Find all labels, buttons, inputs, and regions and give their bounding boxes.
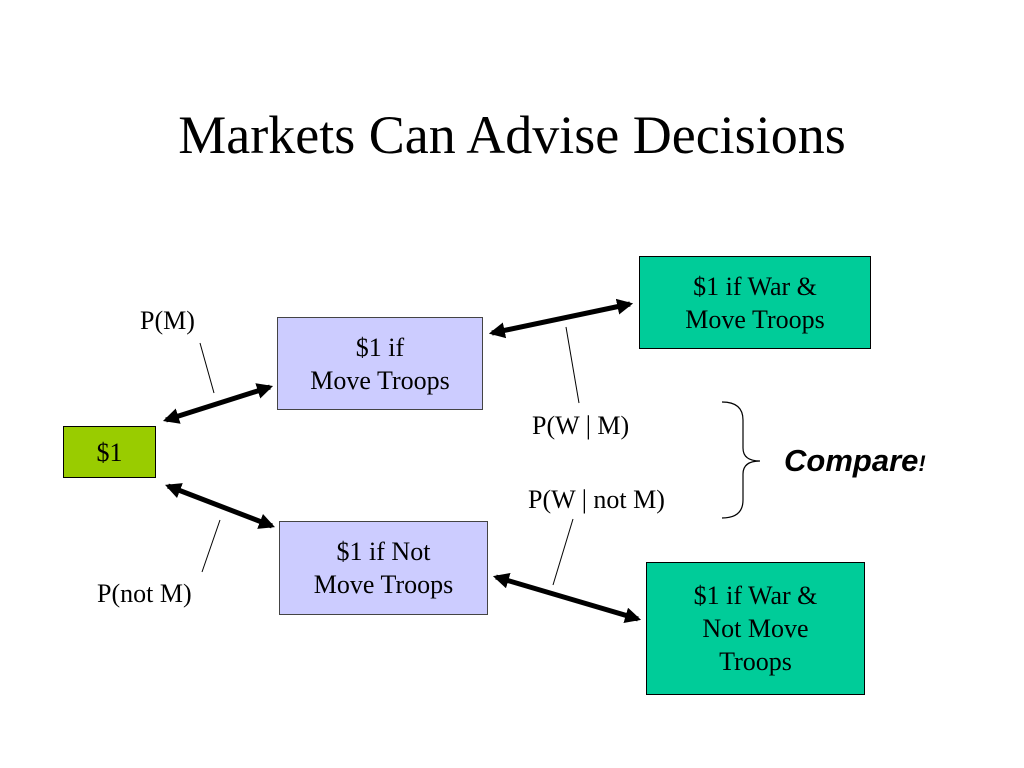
compare-callout: Compare! bbox=[784, 442, 926, 483]
leader-p-m bbox=[199, 342, 215, 394]
compare-exclamation: ! bbox=[918, 451, 926, 476]
node-war-not-move-line3: Troops bbox=[719, 647, 792, 676]
node-war-move-line1: $1 if War & bbox=[693, 271, 817, 301]
node-war-move-line2: Move Troops bbox=[685, 304, 825, 334]
arrow-root-to-not-move bbox=[165, 483, 275, 529]
node-move-troops-line2: Move Troops bbox=[310, 365, 450, 395]
slide-title: Markets Can Advise Decisions bbox=[178, 105, 846, 165]
leader-p-not-m bbox=[201, 519, 221, 573]
label-p-w-given-m: P(W | M) bbox=[532, 411, 630, 440]
node-war-and-move-troops: $1 if War & Move Troops bbox=[639, 256, 871, 349]
label-p-not-m: P(not M) bbox=[97, 579, 192, 608]
node-war-not-move-line2: Not Move bbox=[702, 614, 809, 643]
compare-text: Compare bbox=[784, 443, 919, 478]
node-not-move-troops-line2: Move Troops bbox=[313, 570, 454, 599]
arrow-root-to-move bbox=[162, 383, 274, 424]
arrow-not-move-to-war-not-move bbox=[492, 572, 642, 624]
leader-p-w-given-m bbox=[565, 326, 580, 404]
node-war-and-not-move-troops: $1 if War & Not Move Troops bbox=[646, 562, 865, 695]
node-move-troops: $1 if Move Troops bbox=[277, 317, 483, 410]
leader-p-w-given-not-m bbox=[552, 518, 574, 586]
node-not-move-troops: $1 if Not Move Troops bbox=[279, 521, 488, 615]
label-p-w-given-not-m: P(W | not M) bbox=[528, 485, 665, 514]
node-not-move-troops-line1: $1 if Not bbox=[336, 537, 431, 566]
node-move-troops-line1: $1 if bbox=[355, 332, 405, 362]
node-war-not-move-line1: $1 if War & bbox=[693, 581, 818, 610]
compare-brace bbox=[721, 401, 761, 519]
label-p-m: P(M) bbox=[140, 306, 195, 335]
root-node-label: $1 bbox=[96, 437, 123, 467]
arrow-move-to-war-move bbox=[488, 298, 634, 339]
root-node-dollar: $1 bbox=[63, 426, 156, 478]
